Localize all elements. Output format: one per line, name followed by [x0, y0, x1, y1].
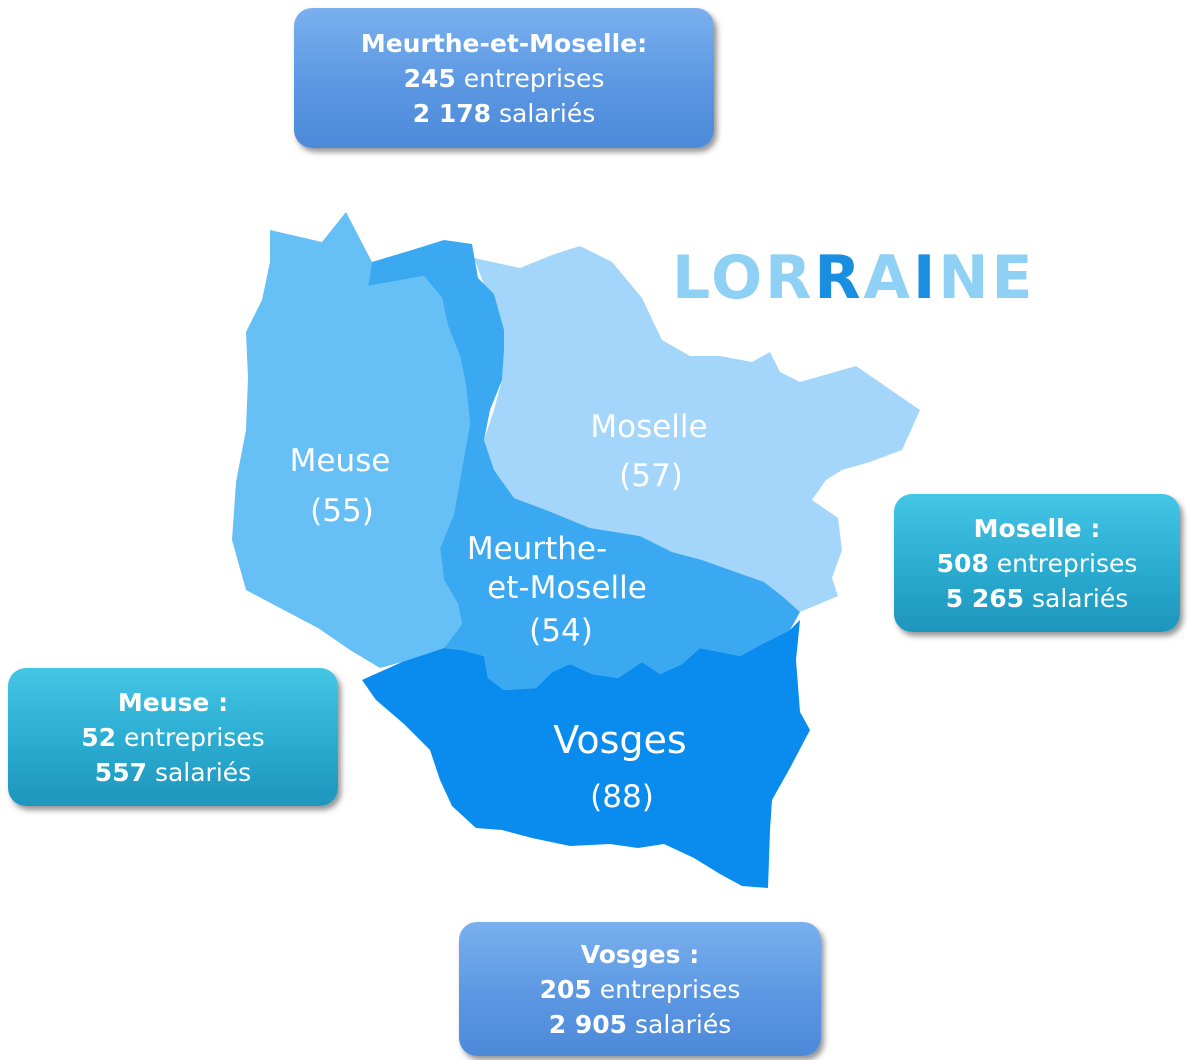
label-moselle-code: (57) — [619, 458, 683, 494]
info-box-meurthe-et-moselle: Meurthe-et-Moselle: 245 entreprises 2 17… — [294, 8, 714, 148]
companies-count: 205 — [539, 974, 592, 1004]
info-box-meuse: Meuse : 52 entreprises 557 salariés — [8, 668, 338, 806]
employees-count: 2 905 — [548, 1009, 628, 1039]
companies-count: 245 — [403, 63, 456, 93]
title-segment: LOR — [672, 243, 815, 313]
region-moselle[interactable] — [474, 246, 920, 612]
employees-count: 2 178 — [412, 98, 492, 128]
info-heading: Moselle : — [973, 513, 1101, 543]
label-meurthe-et-moselle-code: (54) — [529, 613, 593, 649]
label-meurthe-et-moselle-name-line1: Meurthe- — [467, 531, 607, 567]
label-meuse-name: Meuse — [290, 443, 391, 479]
label-meurthe-et-moselle-name-line2: et-Moselle — [487, 570, 647, 606]
info-box-vosges: Vosges : 205 entreprises 2 905 salariés — [459, 922, 821, 1056]
info-heading: Vosges : — [580, 939, 700, 969]
employees-label: salariés — [1032, 583, 1129, 613]
label-meuse-code: (55) — [310, 493, 374, 529]
title-segment: R — [814, 243, 864, 313]
title-segment: I — [912, 243, 939, 313]
info-box-moselle: Moselle : 508 entreprises 5 265 salariés — [894, 494, 1180, 632]
label-vosges-name: Vosges — [553, 718, 686, 762]
companies-count: 52 — [81, 722, 117, 752]
employees-label: salariés — [635, 1009, 732, 1039]
employees-label: salariés — [154, 757, 252, 787]
region-meuse[interactable] — [232, 212, 470, 668]
companies-label: entreprises — [463, 63, 605, 93]
map-title: LORRAINE — [672, 248, 1035, 308]
info-heading: Meuse : — [117, 687, 229, 717]
region-meurthe-et-moselle[interactable] — [368, 240, 800, 690]
info-heading: Meurthe-et-Moselle: — [360, 28, 648, 58]
employees-count: 557 — [94, 757, 147, 787]
companies-label: entreprises — [996, 548, 1138, 578]
label-moselle-name: Moselle — [590, 409, 707, 445]
companies-label: entreprises — [124, 722, 265, 752]
title-segment: NE — [938, 243, 1036, 313]
title-segment: A — [863, 243, 913, 313]
region-vosges[interactable] — [362, 620, 810, 888]
companies-label: entreprises — [599, 974, 741, 1004]
companies-count: 508 — [936, 548, 989, 578]
employees-count: 5 265 — [945, 583, 1025, 613]
label-vosges-code: (88) — [590, 779, 654, 815]
employees-label: salariés — [499, 98, 596, 128]
